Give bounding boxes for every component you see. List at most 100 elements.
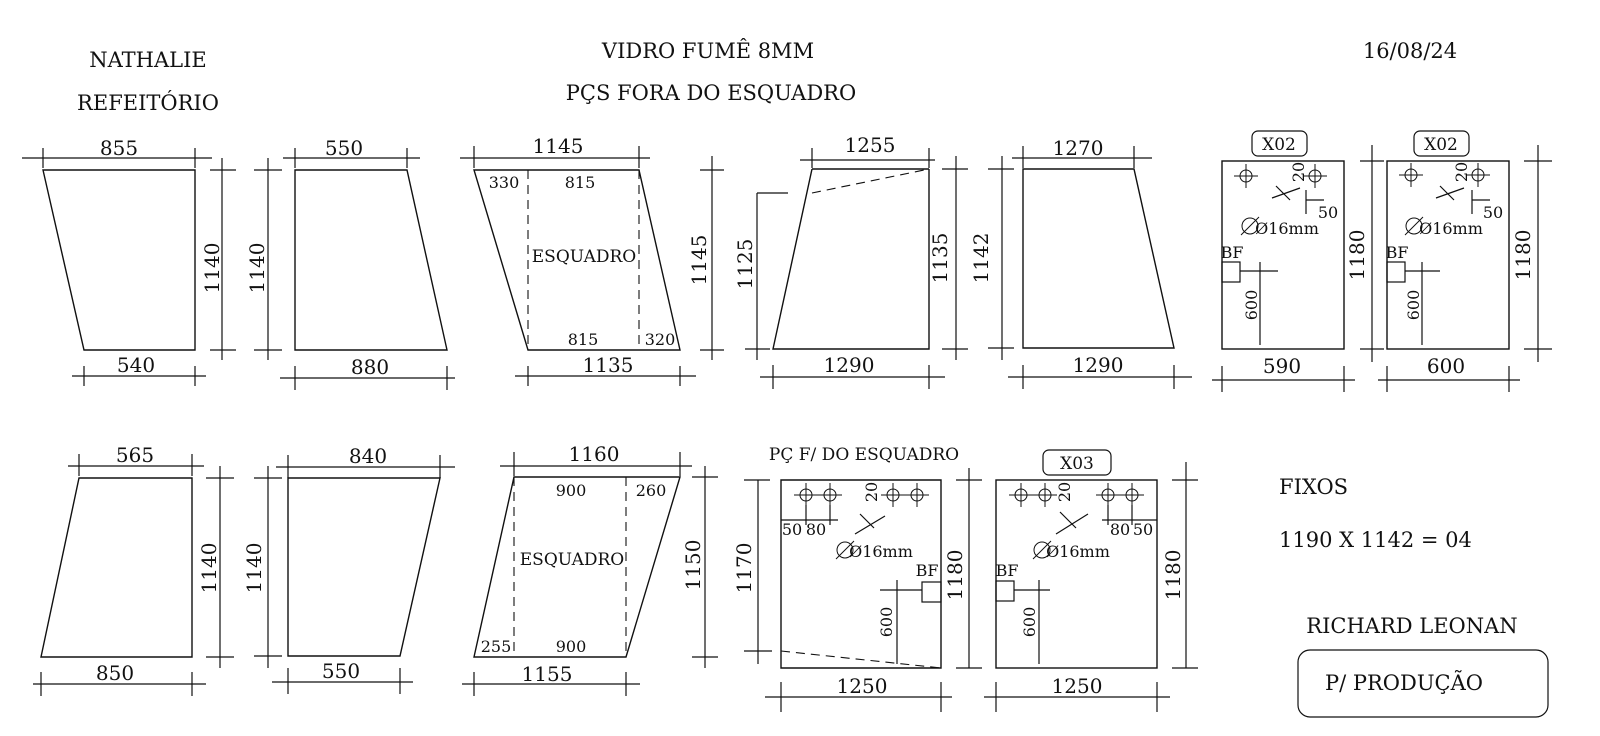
hinge-hole-icon <box>1234 164 1258 188</box>
dim-50: 50 <box>782 520 802 539</box>
hinge-hole-icon <box>1303 164 1327 188</box>
hinge-hole-icon <box>1120 483 1144 507</box>
dim-left: 1125 <box>733 239 757 290</box>
piece-r2-4: PÇ F/ DO ESQUADRO 50 80 20 Ø16mm BF 600 … <box>732 445 982 712</box>
diameter-icon <box>835 540 855 560</box>
hole-spec: Ø16mm <box>849 542 913 561</box>
dim-left: 1170 <box>732 543 756 594</box>
dim-width: 1250 <box>837 674 888 698</box>
dim-height: 1140 <box>200 243 224 294</box>
hole-spec: Ø16mm <box>1255 219 1319 238</box>
piece-r1-2: 550 880 1140 <box>245 136 455 390</box>
production-stamp-box <box>1297 649 1549 718</box>
hinge-hole-icon <box>1009 483 1033 507</box>
out-of-square-note: PÇS FORA DO ESQUADRO <box>566 81 856 105</box>
fixed-label: FIXOS <box>1279 475 1348 499</box>
tag-box <box>1251 130 1308 157</box>
dim-width: 1250 <box>1052 674 1103 698</box>
piece-r1-7: X02 20 50 Ø16mm BF 600 600 1180 <box>1378 130 1552 392</box>
dim-top: 840 <box>349 444 387 468</box>
dim-bottom: 880 <box>351 355 389 379</box>
dim-80: 80 <box>806 520 826 539</box>
dim-20: 20 <box>1055 482 1074 502</box>
dim-height: 1145 <box>687 235 711 286</box>
piece-r1-6: X02 20 50 Ø16mm BF 600 590 1180 <box>1212 130 1384 392</box>
dim-width: 590 <box>1263 354 1301 378</box>
piece-tag: X02 <box>1262 135 1296 155</box>
dim-right: 1180 <box>943 550 967 601</box>
bf-box <box>921 581 942 603</box>
hole-spec: Ø16mm <box>1419 219 1483 238</box>
dim-80: 80 <box>1110 520 1130 539</box>
material-label: VIDRO FUMÊ 8MM <box>601 39 814 63</box>
dim-height: 1180 <box>1161 550 1185 601</box>
bf-label: BF <box>916 561 939 580</box>
hinge-hole-icon <box>1033 483 1057 507</box>
date-label: 16/08/24 <box>1363 39 1457 63</box>
dim-600: 600 <box>1404 290 1423 321</box>
piece-r1-5: 1270 1290 1142 <box>969 136 1192 389</box>
hinge-hole-icon <box>794 483 818 507</box>
inner-dim-top-mid: 815 <box>565 173 596 192</box>
bf-box <box>1386 261 1406 283</box>
dim-top: 565 <box>116 443 154 467</box>
dim-bottom: 1290 <box>824 353 875 377</box>
dim-height: 1180 <box>1511 230 1535 281</box>
dim-20: 20 <box>1289 162 1308 182</box>
dim-50: 50 <box>1483 203 1503 222</box>
bf-box <box>995 580 1015 602</box>
dim-600: 600 <box>877 607 896 638</box>
dim-top: 855 <box>100 136 138 160</box>
hinge-hole-icon <box>1096 483 1120 507</box>
dim-top: 1160 <box>569 442 620 466</box>
bf-label: BF <box>1221 243 1244 262</box>
client-name: NATHALIE <box>89 48 206 72</box>
piece-r2-5: X03 20 80 50 Ø16mm BF 600 1250 1180 <box>984 449 1198 712</box>
production-stamp: P/ PRODUÇÃO <box>1325 671 1483 695</box>
piece-caption: PÇ F/ DO ESQUADRO <box>769 445 959 465</box>
diameter-icon <box>1240 216 1260 236</box>
dim-bottom: 850 <box>96 661 134 685</box>
dim-top: 550 <box>325 136 363 160</box>
dim-bottom: 540 <box>117 353 155 377</box>
hinge-hole-icon <box>881 483 905 507</box>
hinge-hole-icon <box>1399 163 1423 187</box>
piece-r1-3: 1145 1135 330 815 815 320 ESQUADRO 1145 <box>460 134 724 386</box>
dim-height: 1140 <box>245 243 269 294</box>
bf-label: BF <box>996 561 1019 580</box>
dim-20: 20 <box>862 482 881 502</box>
dim-600: 600 <box>1020 607 1039 638</box>
dim-top: 1255 <box>845 133 896 157</box>
dim-bottom: 1290 <box>1073 353 1124 377</box>
dim-50: 50 <box>1318 203 1338 222</box>
square-label: ESQUADRO <box>532 247 636 267</box>
dim-20: 20 <box>1452 162 1471 182</box>
diameter-icon <box>1404 216 1424 236</box>
dim-bottom: 550 <box>322 659 360 683</box>
inner-dim-top-right: 260 <box>636 481 667 500</box>
inner-dim-bottom-right: 320 <box>645 330 676 349</box>
tag-box <box>1042 449 1112 476</box>
dim-bottom: 1135 <box>583 353 634 377</box>
piece-r2-3: 1160 1155 900 260 255 900 ESQUADRO 1150 <box>462 442 718 696</box>
inner-dim-bottom-mid: 815 <box>568 330 599 349</box>
bf-box <box>1221 261 1241 283</box>
dim-top: 1270 <box>1053 136 1104 160</box>
inner-dim-top-mid: 900 <box>556 481 587 500</box>
hole-spec: Ø16mm <box>1046 542 1110 561</box>
piece-r1-4: 1255 1290 1125 1135 <box>733 133 968 389</box>
hinge-hole-icon <box>818 483 842 507</box>
inner-dim-bottom-mid: 900 <box>556 637 587 656</box>
inner-dim-bottom-left: 255 <box>481 637 512 656</box>
piece-r2-1: 565 850 1140 <box>33 443 234 696</box>
diameter-icon <box>1032 540 1052 560</box>
tag-box <box>1413 130 1470 157</box>
dim-top: 1145 <box>533 134 584 158</box>
piece-r1-1: 855 540 1140 <box>22 136 236 386</box>
bf-label: BF <box>1386 243 1409 262</box>
square-label: ESQUADRO <box>520 550 624 570</box>
dim-height: 1150 <box>681 540 705 591</box>
dim-50: 50 <box>1133 520 1153 539</box>
dim-height: 1142 <box>969 233 993 284</box>
